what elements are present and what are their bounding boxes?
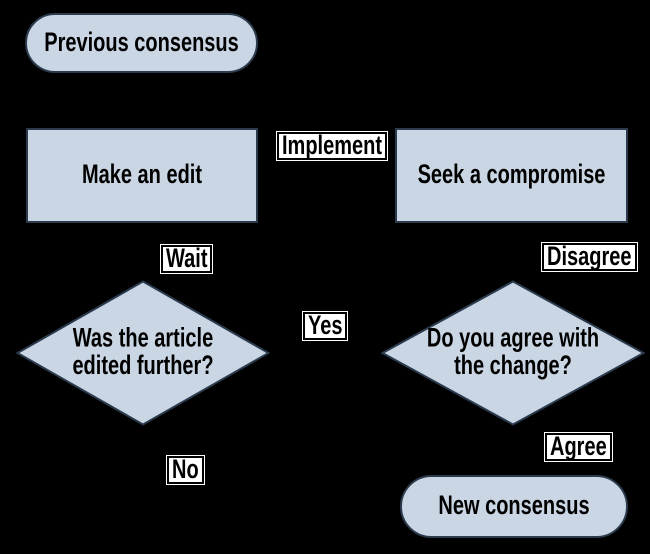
node-previous-consensus: Previous consensus (25, 13, 258, 73)
edge-label-implement: Implement (277, 131, 388, 161)
edge-label-no: No (167, 455, 204, 485)
edge-label-agree: Agree (545, 432, 612, 462)
node-label: Seek a compromise (417, 160, 606, 190)
node-label: Previous consensus (44, 27, 239, 57)
node-label: Do you agree with the change? (426, 323, 600, 381)
node-label: New consensus (438, 491, 590, 521)
node-label: Was the article edited further? (72, 323, 214, 381)
node-seek-a-compromise: Seek a compromise (395, 128, 628, 223)
edge-label-wait: Wait (161, 244, 213, 274)
decision-was-article-edited-further: Was the article edited further? (16, 280, 270, 426)
node-make-an-edit: Make an edit (26, 128, 258, 223)
diamond-shape (16, 280, 270, 426)
edge-label-disagree: Disagree (542, 242, 637, 272)
node-new-consensus: New consensus (400, 475, 628, 538)
decision-do-you-agree-with-change: Do you agree with the change? (381, 280, 645, 426)
edge-label-yes: Yes (303, 311, 348, 341)
node-label: Make an edit (81, 160, 203, 190)
diamond-shape (381, 280, 645, 426)
